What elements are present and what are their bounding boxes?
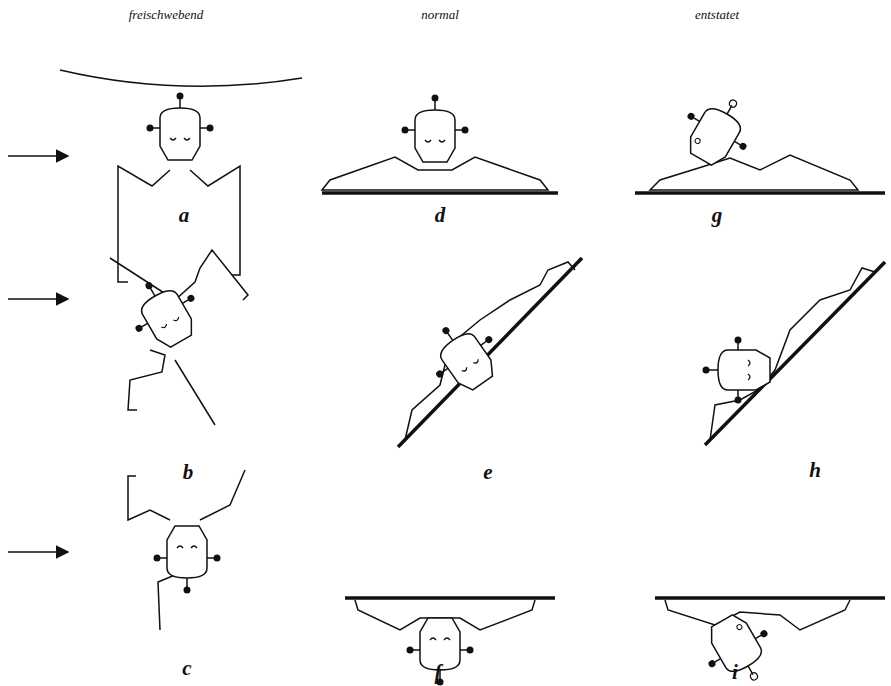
panel-letter: a: [179, 205, 190, 226]
panel-letter: e: [483, 462, 492, 483]
panel-letter: d: [435, 205, 446, 226]
column-heading: normal: [421, 8, 459, 21]
panel-letter: g: [712, 205, 723, 226]
column-heading: entstatet: [695, 8, 739, 21]
panel-letter: i: [732, 662, 738, 683]
panel-letter: f: [435, 662, 442, 683]
panel-letter: c: [182, 658, 191, 679]
panel-letter: h: [809, 460, 821, 481]
column-heading: freischwebend: [129, 8, 204, 21]
panel-letter: b: [183, 462, 194, 483]
